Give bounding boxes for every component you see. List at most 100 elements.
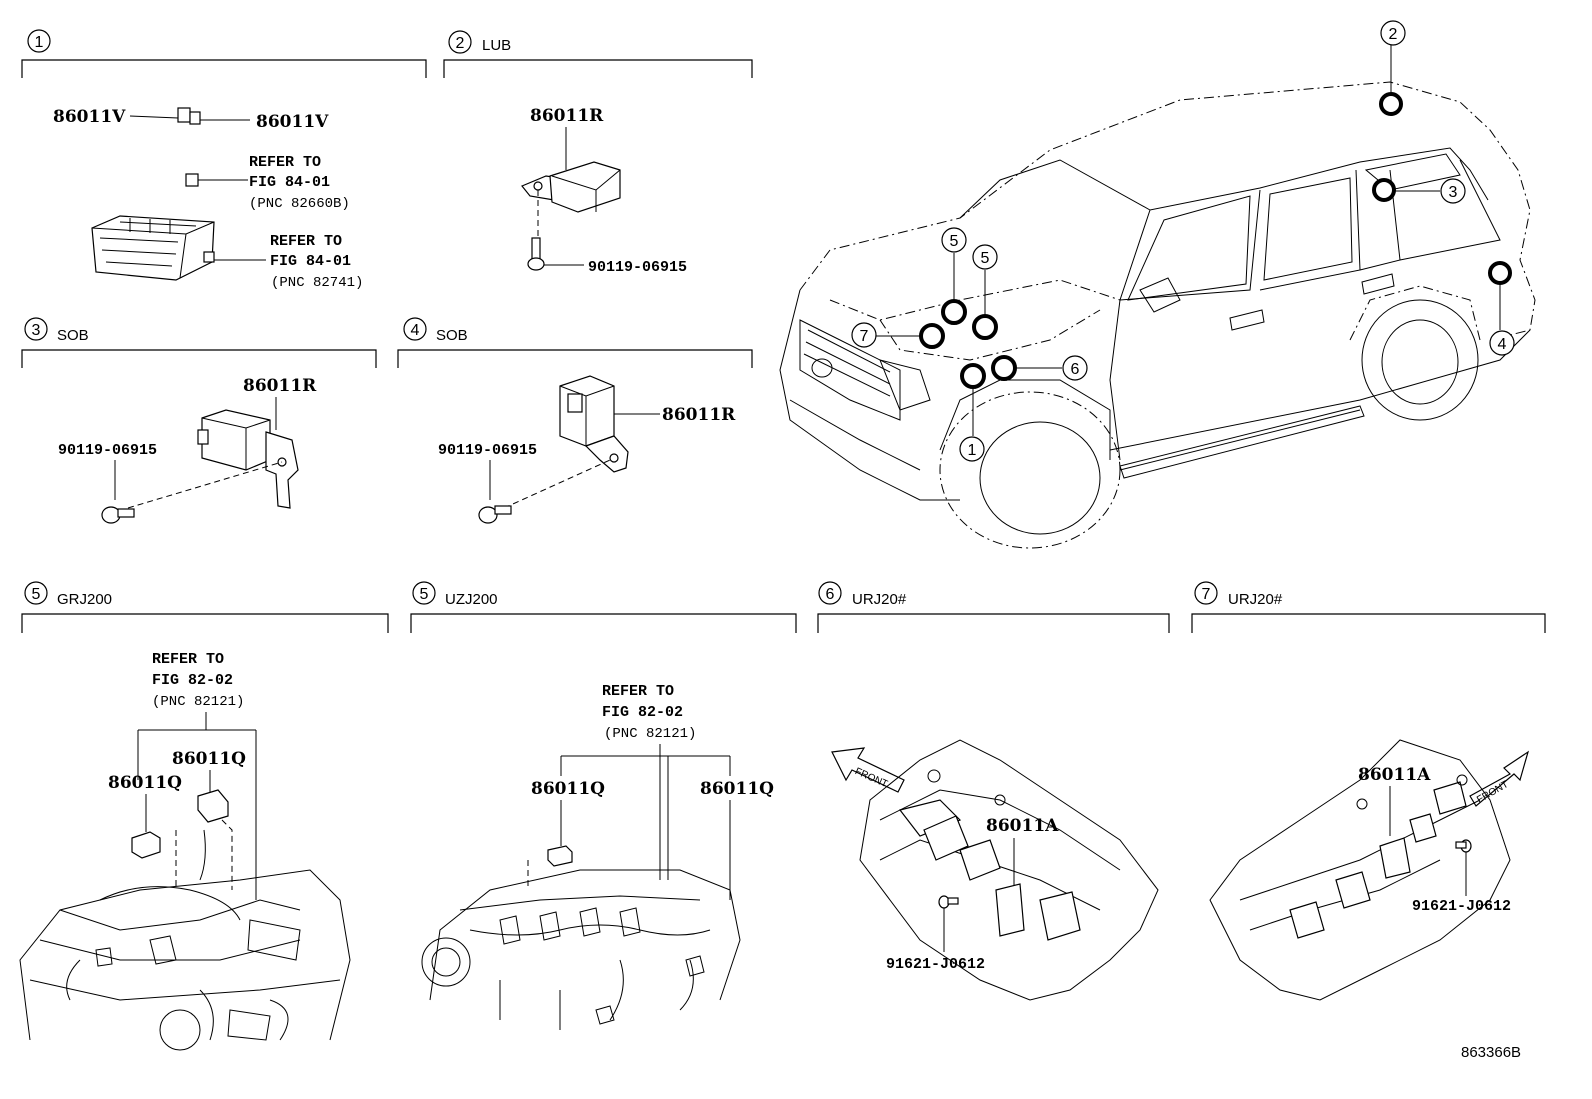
assembly-dash-line	[503, 459, 611, 509]
callout-number: 5	[950, 233, 959, 250]
section-5b-label: UZJ200	[445, 591, 498, 608]
location-marker	[960, 363, 986, 389]
location-marker	[919, 323, 945, 349]
part-86011q-right[interactable]: 86011Q	[700, 779, 774, 799]
relay-with-bracket-icon	[521, 161, 621, 213]
bolt-icon	[101, 506, 135, 524]
section-2-number: 2	[456, 35, 465, 52]
part-86011q-left[interactable]: 86011Q	[531, 779, 605, 799]
diagram-id: 863366B	[1461, 1044, 1521, 1061]
section-1: 1 86011V 86011V REFER TO FIG 84-01 (PNC …	[21, 29, 427, 291]
engine-assembly-icon	[19, 829, 351, 1051]
refer-fig-label[interactable]: FIG 84-01	[270, 253, 351, 270]
callout-circle	[851, 322, 877, 348]
part-90119-06915[interactable]: 90119-06915	[58, 442, 157, 459]
refer-fig-label[interactable]: FIG 82-02	[152, 672, 233, 689]
part-86011a[interactable]: 86011A	[1358, 765, 1431, 785]
callout-number: 6	[1071, 361, 1080, 378]
section-7-bracket	[1191, 613, 1546, 633]
location-marker	[991, 355, 1017, 381]
part-91621-j0612[interactable]: 91621-J0612	[1412, 898, 1511, 915]
part-86011r[interactable]: 86011R	[662, 405, 736, 425]
part-86011q-lower[interactable]: 86011Q	[108, 773, 182, 793]
valve-cover-icon	[1209, 739, 1511, 1001]
section-5b-number-circle	[412, 581, 436, 605]
bolt-icon	[1455, 839, 1472, 853]
relay-with-bracket-icon	[559, 375, 629, 473]
callout-number: 5	[981, 250, 990, 267]
callout-number: 4	[1498, 336, 1507, 353]
relay-tiny-icon	[185, 173, 248, 187]
section-6-label: URJ20#	[852, 591, 907, 608]
section-6-number-circle	[818, 581, 842, 605]
bolt-icon	[938, 895, 959, 909]
sensor-icon	[131, 789, 229, 859]
ref-bracket-line	[560, 744, 731, 880]
section-1-number: 1	[35, 34, 44, 51]
refer-to-label: REFER TO	[249, 154, 321, 171]
callout-circle	[941, 227, 967, 253]
callout-number: 3	[1449, 184, 1458, 201]
part-86011a[interactable]: 86011A	[986, 816, 1059, 836]
callout-circle	[1380, 20, 1406, 46]
assembly-dash-line	[127, 461, 283, 509]
section-2-bracket	[443, 59, 753, 78]
bolt-icon	[527, 237, 545, 271]
refer-to-label: REFER TO	[152, 651, 224, 668]
section-3-number: 3	[32, 322, 41, 339]
section-7-number-circle	[1194, 581, 1218, 605]
section-5b-number: 5	[420, 586, 429, 603]
refer-to-label: REFER TO	[270, 233, 342, 250]
vehicle-illustration: 2 3 4 5 5 7 6 1	[779, 20, 1536, 549]
part-90119-06915[interactable]: 90119-06915	[438, 442, 537, 459]
section-5b-bracket	[410, 613, 797, 633]
section-7: 7 URJ20# FRONT 86011A 91621-J0612	[1191, 581, 1546, 1001]
front-arrow-icon: FRONT	[831, 747, 905, 793]
part-86011r[interactable]: 86011R	[530, 106, 604, 126]
part-86011r[interactable]: 86011R	[243, 376, 317, 396]
valve-cover-icon	[859, 739, 1159, 1001]
part-91621-j0612[interactable]: 91621-J0612	[886, 956, 985, 973]
refer-pnc-label: (PNC 82121)	[152, 694, 244, 710]
refer-pnc-label: (PNC 82660B)	[249, 196, 350, 212]
refer-to-label: REFER TO	[602, 683, 674, 700]
location-marker	[972, 314, 998, 340]
junction-block-icon	[91, 215, 215, 281]
section-4-label: SOB	[436, 327, 468, 344]
leader-line	[129, 115, 179, 119]
section-3: 3 SOB 86011R 90119-06915	[21, 317, 377, 524]
front-arrow-icon: FRONT	[1469, 750, 1530, 807]
section-3-label: SOB	[57, 327, 89, 344]
section-5-number: 5	[32, 586, 41, 603]
ref-bracket-line	[137, 712, 257, 900]
part-86011v-right[interactable]: 86011V	[256, 112, 329, 132]
section-7-label: URJ20#	[1228, 591, 1283, 608]
callout-number: 7	[860, 328, 869, 345]
refer-fig-label[interactable]: FIG 82-02	[602, 704, 683, 721]
section-6-number: 6	[826, 586, 835, 603]
section-5-bracket	[21, 613, 389, 633]
section-6-bracket	[817, 613, 1170, 633]
assembly-dash-line	[175, 819, 233, 890]
section-2-number-circle	[448, 30, 472, 54]
location-marker	[1372, 178, 1396, 202]
sensor-icon	[547, 845, 573, 867]
location-marker	[1488, 261, 1512, 285]
section-4: 4 SOB 86011R 90119-06915	[397, 317, 753, 524]
callout-circle	[972, 244, 998, 270]
section-5-uzj200: 5 UZJ200 REFER TO FIG 82-02 (PNC 82121) …	[410, 581, 797, 1030]
callout-circle	[959, 436, 985, 462]
section-5-grj200: 5 GRJ200 REFER TO FIG 82-02 (PNC 82121) …	[19, 581, 389, 1051]
part-86011q-upper[interactable]: 86011Q	[172, 749, 246, 769]
section-1-number-circle	[27, 29, 51, 53]
callout-number: 2	[1389, 26, 1398, 43]
refer-fig-label[interactable]: FIG 84-01	[249, 174, 330, 191]
location-marker	[1379, 92, 1403, 116]
section-7-number: 7	[1202, 586, 1211, 603]
part-90119-06915[interactable]: 90119-06915	[588, 259, 687, 276]
section-5-label: GRJ200	[57, 591, 112, 608]
section-3-number-circle	[24, 317, 48, 341]
callout-circle	[1062, 355, 1088, 381]
refer-pnc-label: (PNC 82121)	[604, 726, 696, 742]
part-86011v-left[interactable]: 86011V	[53, 107, 126, 127]
